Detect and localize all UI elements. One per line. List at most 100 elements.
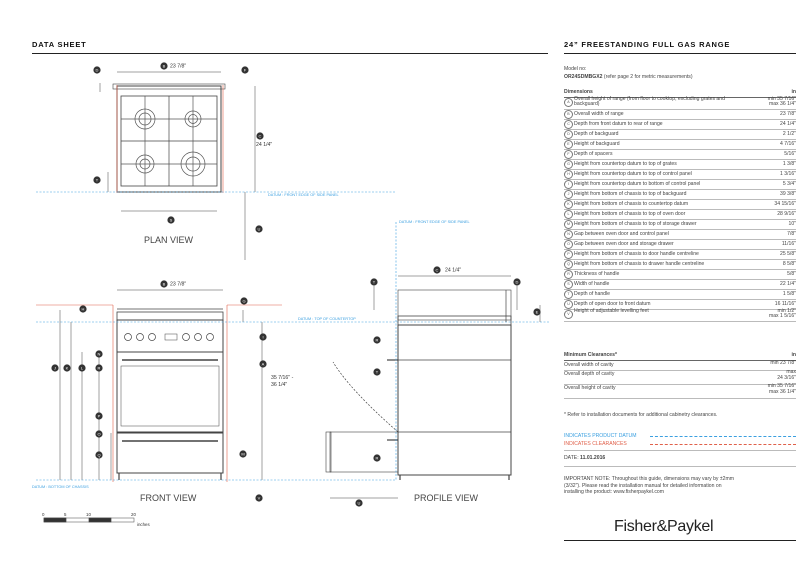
scale-tick-10: 10 [86, 512, 91, 517]
svg-text:T: T [96, 178, 99, 183]
clearance-label: Overall depth of cavity [564, 371, 615, 377]
svg-text:P: P [98, 414, 101, 419]
dimension-label: Height from bottom of chassis to top of … [574, 191, 687, 197]
legend-divider [564, 450, 796, 451]
dimension-label: Overall width of range [574, 111, 624, 117]
callout-O: O [95, 430, 103, 438]
svg-text:T: T [373, 280, 376, 285]
date-label: DATE: [564, 455, 579, 461]
dimension-value: 22 1/4" [780, 281, 796, 287]
product-title: 24” FREESTANDING FULL GAS RANGE [564, 40, 731, 49]
dimension-label: Depth of open door to front datum [574, 301, 651, 307]
dimension-value: 5/8" [787, 271, 796, 277]
dimension-label: Height from bottom of chassis to top of … [574, 221, 697, 227]
dimension-value: 1 3/16" [780, 171, 796, 177]
callout-D-profile: D [513, 278, 521, 286]
scale-unit: inches [137, 522, 150, 527]
profile-view-label: PROFILE VIEW [414, 493, 479, 503]
legend-product-datum: INDICATES PRODUCT DATUM [564, 432, 796, 440]
plan-view-label: PLAN VIEW [144, 235, 194, 245]
callout-G: G [240, 297, 248, 305]
svg-text:G: G [242, 299, 245, 304]
callout-R-profile2: R [373, 454, 381, 462]
svg-text:E: E [536, 310, 539, 315]
callout-B-front: B [160, 280, 168, 288]
clearance-value: min 35 7/16" max 36 1/4" [767, 383, 796, 395]
dimension-label: Depth of handle [574, 291, 610, 297]
dimensions-title: Dimensions [564, 89, 593, 95]
callout-J: J [51, 364, 59, 372]
dimension-label: Gap between oven door and storage drawer [574, 241, 674, 247]
dimension-label: Depth from front datum to rear of range [574, 121, 663, 127]
front-width-label: 23 7/8" [170, 282, 186, 288]
svg-text:R: R [376, 456, 379, 461]
svg-text:Q: Q [97, 453, 100, 458]
dimension-id: U [564, 300, 573, 309]
dimension-id: S [564, 280, 573, 289]
dimension-label: Height from bottom of chassis to counter… [574, 201, 689, 207]
dimension-value: 39 3/8" [780, 191, 796, 197]
model-note: (refer page 2 for metric measurements) [603, 74, 693, 80]
callout-Q: Q [95, 451, 103, 459]
callout-S: S [167, 216, 175, 224]
callout-P: P [95, 412, 103, 420]
svg-text:R: R [376, 338, 379, 343]
data-sheet-title: DATA SHEET [32, 40, 87, 49]
date-value: 11.01.2016 [580, 455, 606, 461]
dimension-label: Height from bottom of chassis to top of … [574, 211, 686, 217]
dimension-id: P [564, 250, 573, 259]
plan-view-drawing [112, 83, 226, 193]
dimension-value: 24 1/4" [780, 121, 796, 127]
clearance-label: Overall width of cavity [564, 362, 614, 368]
callout-H: H [79, 305, 87, 313]
important-note: IMPORTANT NOTE: Throughout this guide, d… [564, 476, 796, 496]
model-label: Model no: [564, 66, 587, 72]
dimension-id: B [564, 110, 573, 119]
date-line: DATE: 11.01.2016 [564, 455, 796, 461]
dimension-label: Height from bottom of chassis to drawer … [574, 261, 705, 267]
brand-logo: Fisher&Paykel [614, 518, 714, 535]
dimension-label: Height of backguard [574, 141, 620, 147]
dimension-value: 5 3/4" [782, 181, 796, 187]
callout-T-profile: T [370, 278, 378, 286]
plan-width-label: 23 7/8" [170, 64, 186, 70]
svg-text:A: A [262, 362, 265, 367]
dimension-id: N [564, 230, 573, 239]
clearance-label: Overall height of cavity [564, 385, 616, 391]
front-height-label-1: 35 7/16" - [271, 375, 294, 381]
callout-I: I [259, 333, 267, 341]
front-view-label: FRONT VIEW [140, 493, 197, 503]
svg-text:U: U [258, 227, 261, 232]
scale-tick-0: 0 [42, 512, 45, 517]
svg-text:C: C [259, 134, 262, 139]
svg-text:J: J [54, 366, 56, 371]
dimension-value: 7/8" [787, 231, 796, 237]
dimension-value: 10" [788, 221, 796, 227]
dimension-id: A [564, 98, 573, 107]
profile-dimension-lines [330, 275, 541, 499]
svg-text:O: O [97, 432, 100, 437]
front-dimension-lines [59, 289, 263, 480]
dimension-value: 4 7/16" [780, 141, 796, 147]
callout-R: R [95, 364, 103, 372]
svg-text:F: F [244, 68, 247, 73]
dimension-value: 8 5/8" [782, 261, 796, 267]
dimension-value: 23 7/8" [780, 111, 796, 117]
dimension-value: 11/16" [781, 241, 796, 247]
callout-N: N [95, 350, 103, 358]
svg-text:U: U [358, 501, 361, 506]
dimension-label: Depth of spacers [574, 151, 613, 157]
plan-clearance-lines [116, 85, 224, 193]
